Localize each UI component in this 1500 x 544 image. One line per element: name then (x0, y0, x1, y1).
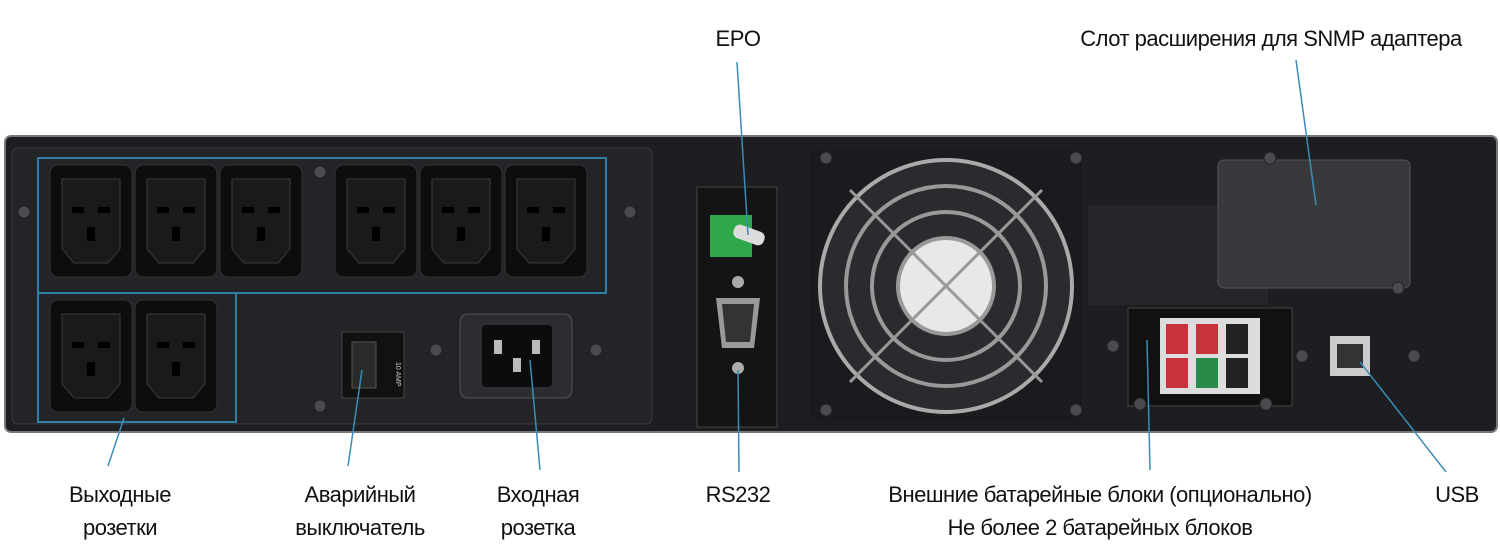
output-outlet (419, 164, 503, 278)
screw (1295, 349, 1309, 363)
label-breaker: Аварийный выключатель (295, 478, 425, 544)
circuit-breaker: 10 AMP (341, 331, 405, 399)
screw (1259, 397, 1273, 411)
screw (589, 343, 603, 357)
output-outlet (134, 164, 218, 278)
screw (1133, 397, 1147, 411)
label-input-socket: Входная розетка (497, 478, 580, 544)
leader-lines (107, 59, 1447, 473)
label-line: Внешние батарейные блоки (опционально) (888, 482, 1312, 507)
label-usb: USB (1435, 482, 1479, 507)
screw (623, 205, 637, 219)
screw (1391, 281, 1405, 295)
screw (1407, 349, 1421, 363)
breaker-rating-text: 10 AMP (394, 362, 401, 387)
screw (429, 343, 443, 357)
screw (313, 399, 327, 413)
snmp-slot-cover (1217, 159, 1411, 289)
label-line: розетка (500, 515, 576, 540)
label-line: розетки (82, 515, 158, 540)
cooling-fan (810, 150, 1082, 422)
label-output-outlets: Выходные розетки (68, 478, 172, 544)
label-battery: Внешние батарейные блоки (опционально) Не… (888, 478, 1312, 544)
output-outlet (219, 164, 303, 278)
screw (1106, 339, 1120, 353)
external-battery-connector (1127, 307, 1293, 407)
label-line: Выходные (68, 482, 172, 507)
screw (1069, 403, 1083, 417)
label-line: Входная (496, 482, 580, 507)
label-snmp-slot: Слот расширения для SNMP адаптера (1080, 26, 1462, 51)
rs232-port (716, 276, 760, 374)
screw (819, 151, 833, 165)
screw (17, 205, 31, 219)
screw (313, 165, 327, 179)
epo-connector (710, 215, 765, 257)
output-outlet (504, 164, 588, 278)
output-outlet (134, 299, 218, 413)
label-line: выключатель (295, 515, 425, 540)
output-outlets (49, 164, 588, 413)
screw (1263, 151, 1277, 165)
output-outlet (334, 164, 418, 278)
output-outlet (49, 164, 133, 278)
usb-port (1330, 336, 1370, 376)
label-line: Аварийный (304, 482, 416, 507)
label-epo: EPO (715, 26, 761, 51)
label-rs232: RS232 (705, 482, 771, 507)
input-socket (459, 313, 573, 399)
output-outlet (49, 299, 133, 413)
label-line: Не более 2 батарейных блоков (947, 515, 1253, 540)
screw (819, 403, 833, 417)
screw (1069, 151, 1083, 165)
screws (17, 151, 1421, 417)
